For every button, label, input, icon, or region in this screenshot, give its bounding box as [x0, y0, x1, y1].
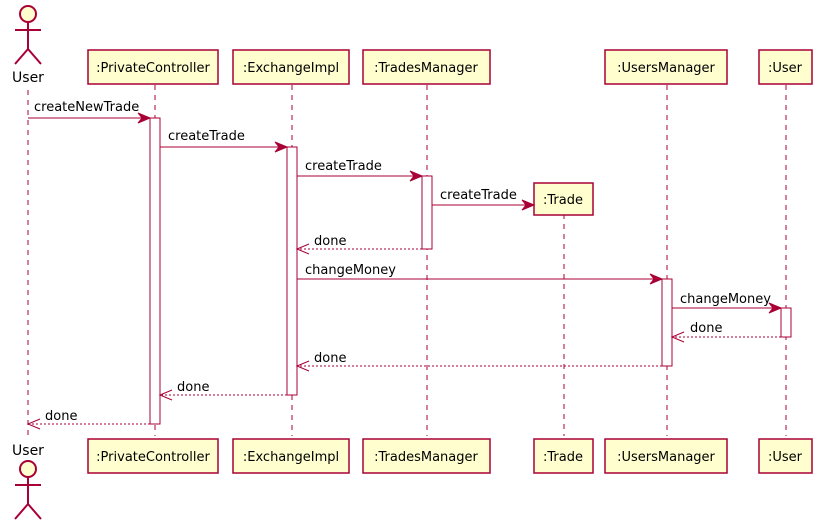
message-label: changeMoney: [305, 263, 396, 278]
actor-body-icon: [14, 477, 42, 520]
message-label: createTrade: [305, 159, 382, 174]
participants-top: :PrivateController :ExchangeImpl :Trades…: [87, 49, 813, 85]
participant-box-trade: [533, 182, 594, 216]
participant-box-trades-manager: [362, 438, 491, 474]
participant-label: :PrivateController: [96, 450, 210, 465]
actor-body-icon: [14, 22, 42, 65]
participant-box-users-manager: [604, 49, 728, 85]
message-label: done: [45, 409, 77, 424]
message-label: done: [690, 321, 722, 336]
arrowhead-icon: [521, 199, 536, 211]
arrowhead-icon: [137, 112, 152, 124]
participant-label: :TradesManager: [374, 450, 478, 465]
participant-label: :UsersManager: [617, 450, 715, 465]
participant-label: :PrivateController: [96, 61, 210, 76]
participant-box-private-controller: [87, 49, 219, 85]
participant-label: :ExchangeImpl: [243, 450, 339, 465]
open-arrowhead-icon: [158, 389, 173, 401]
message-label: done: [177, 380, 209, 395]
activation-exchange-impl: [286, 146, 298, 396]
participant-box-trade: [533, 438, 594, 474]
participant-created-trade: :Trade: [533, 182, 594, 216]
open-arrowhead-icon: [26, 418, 41, 430]
message-label: createNewTrade: [34, 100, 139, 115]
participant-box-user-object: [758, 49, 813, 85]
messages: createNewTrade createTrade createTrade c…: [26, 100, 783, 430]
actor-label: User: [12, 70, 44, 86]
actor-user-top: User: [12, 5, 44, 86]
participants-bottom: :PrivateController :ExchangeImpl :Trades…: [87, 438, 813, 474]
actor-label: User: [12, 443, 44, 459]
participant-box-exchange-impl: [232, 49, 350, 85]
participant-label: :UsersManager: [617, 61, 715, 76]
participant-box-users-manager: [604, 438, 728, 474]
arrowhead-icon: [649, 273, 664, 285]
message-label: done: [314, 234, 346, 249]
message-label: done: [314, 351, 346, 366]
activation-trades-manager: [421, 175, 433, 250]
activation-private-controller: [149, 117, 161, 425]
participant-box-trades-manager: [362, 49, 491, 85]
actor-head-icon: [19, 5, 37, 23]
participant-label: :Trade: [543, 450, 583, 465]
participant-label: :TradesManager: [374, 61, 478, 76]
activation-users-manager: [661, 278, 673, 367]
message-label: changeMoney: [680, 292, 771, 307]
arrowhead-icon: [768, 302, 783, 314]
participant-label: :Trade: [543, 193, 583, 208]
participant-box-private-controller: [87, 438, 219, 474]
participant-label: :User: [768, 61, 803, 76]
actor-head-icon: [19, 460, 37, 478]
message-label: createTrade: [168, 129, 245, 144]
participant-box-user-object: [758, 438, 813, 474]
arrowhead-icon: [274, 141, 289, 153]
participant-box-exchange-impl: [232, 438, 350, 474]
activation-user-object: [780, 307, 792, 338]
message-label: createTrade: [440, 188, 517, 203]
participant-label: :User: [768, 450, 803, 465]
lifelines: [27, 85, 787, 440]
participant-label: :ExchangeImpl: [243, 61, 339, 76]
open-arrowhead-icon: [295, 243, 310, 255]
arrowhead-icon: [409, 170, 424, 182]
open-arrowhead-icon: [670, 331, 685, 343]
actor-user-bottom: User: [12, 443, 44, 520]
activations: [149, 117, 792, 425]
open-arrowhead-icon: [295, 360, 310, 372]
